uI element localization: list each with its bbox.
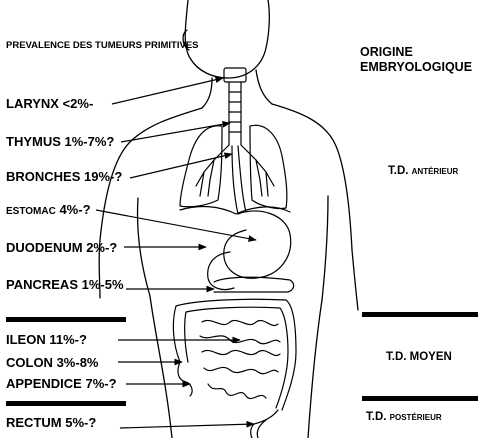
organ-name: THYMUS	[6, 134, 61, 149]
organs-drawing	[172, 67, 297, 438]
right-title-line-2: EMBRYOLOGIQUE	[360, 60, 473, 74]
organ-name: ILEON	[6, 332, 46, 347]
pointer-arrows	[95, 76, 257, 429]
organ-value: 1%-7%?	[64, 134, 115, 149]
right-title-line-1: ORIGINE	[360, 45, 413, 59]
organ-label-pancreas: PANCREAS 1%-5%	[6, 278, 124, 291]
separator-bar-right-1	[362, 312, 478, 317]
origin-label-posterieur: T.D. POSTÉRIEUR	[366, 411, 442, 424]
organ-name: DUODENUM	[6, 240, 83, 255]
organ-name: RECTUM	[6, 415, 62, 430]
left-title: PREVALENCE DES TUMEURS PRIMITIVES	[6, 40, 199, 51]
organ-name: APPENDICE	[6, 376, 82, 391]
arrow-larynx	[111, 76, 224, 105]
body-outline	[98, 0, 359, 438]
organ-label-rectum: RECTUM 5%-?	[6, 416, 96, 429]
arrow-thymus	[120, 120, 231, 143]
organ-label-ileon: ILEON 11%-?	[6, 333, 87, 346]
organ-name: COLON	[6, 355, 53, 370]
organ-label-bronches: BRONCHES 19%-?	[6, 170, 122, 183]
organ-label-appendice: APPENDICE 7%-?	[6, 377, 117, 390]
organ-value: 3%-8%	[56, 355, 99, 370]
right-title: ORIGINE EMBRYOLOGIQUE	[360, 45, 472, 75]
organ-label-larynx: LARYNX <2%-	[6, 97, 93, 110]
organ-value: 11%-?	[49, 332, 87, 347]
organ-name: BRONCHES	[6, 169, 81, 184]
origin-suffix: POSTÉRIEUR	[389, 413, 442, 422]
separator-bar-left-2	[6, 401, 126, 406]
origin-suffix: ANTÉRIEUR	[411, 167, 459, 176]
organ-name: LARYNX	[6, 96, 59, 111]
separator-bar-left-1	[6, 317, 126, 322]
origin-suffix: MOYEN	[409, 351, 452, 363]
arrow-estomac	[95, 209, 257, 242]
origin-label-moyen: T.D. MOYEN	[386, 351, 452, 364]
organ-value: 5%-?	[65, 415, 97, 430]
organ-label-thymus: THYMUS 1%-7%?	[6, 135, 114, 148]
arrow-bronches	[129, 152, 233, 179]
origin-prefix: T.D.	[366, 411, 387, 423]
organ-name: PANCREAS	[6, 277, 78, 292]
organ-value: 7%-?	[85, 376, 117, 391]
origin-prefix: T.D.	[386, 351, 407, 363]
arrow-rectum	[119, 420, 255, 429]
organ-value: 2%-?	[86, 240, 118, 255]
separator-bar-right-2	[362, 396, 478, 401]
organ-label-duodenum: DUODENUM 2%-?	[6, 241, 117, 254]
organ-value: 4%-?	[59, 202, 91, 217]
organ-label-colon: COLON 3%-8%	[6, 356, 99, 369]
organ-value: <2%-	[62, 96, 94, 111]
organ-name: ESTOMAC	[6, 206, 56, 217]
organ-value: 19%-?	[84, 169, 123, 184]
origin-label-anterieur: T.D. ANTÉRIEUR	[388, 165, 459, 178]
organ-label-estomac: ESTOMAC 4%-?	[6, 203, 91, 217]
organ-value: 1%-5%	[81, 277, 124, 292]
origin-prefix: T.D.	[388, 165, 409, 177]
